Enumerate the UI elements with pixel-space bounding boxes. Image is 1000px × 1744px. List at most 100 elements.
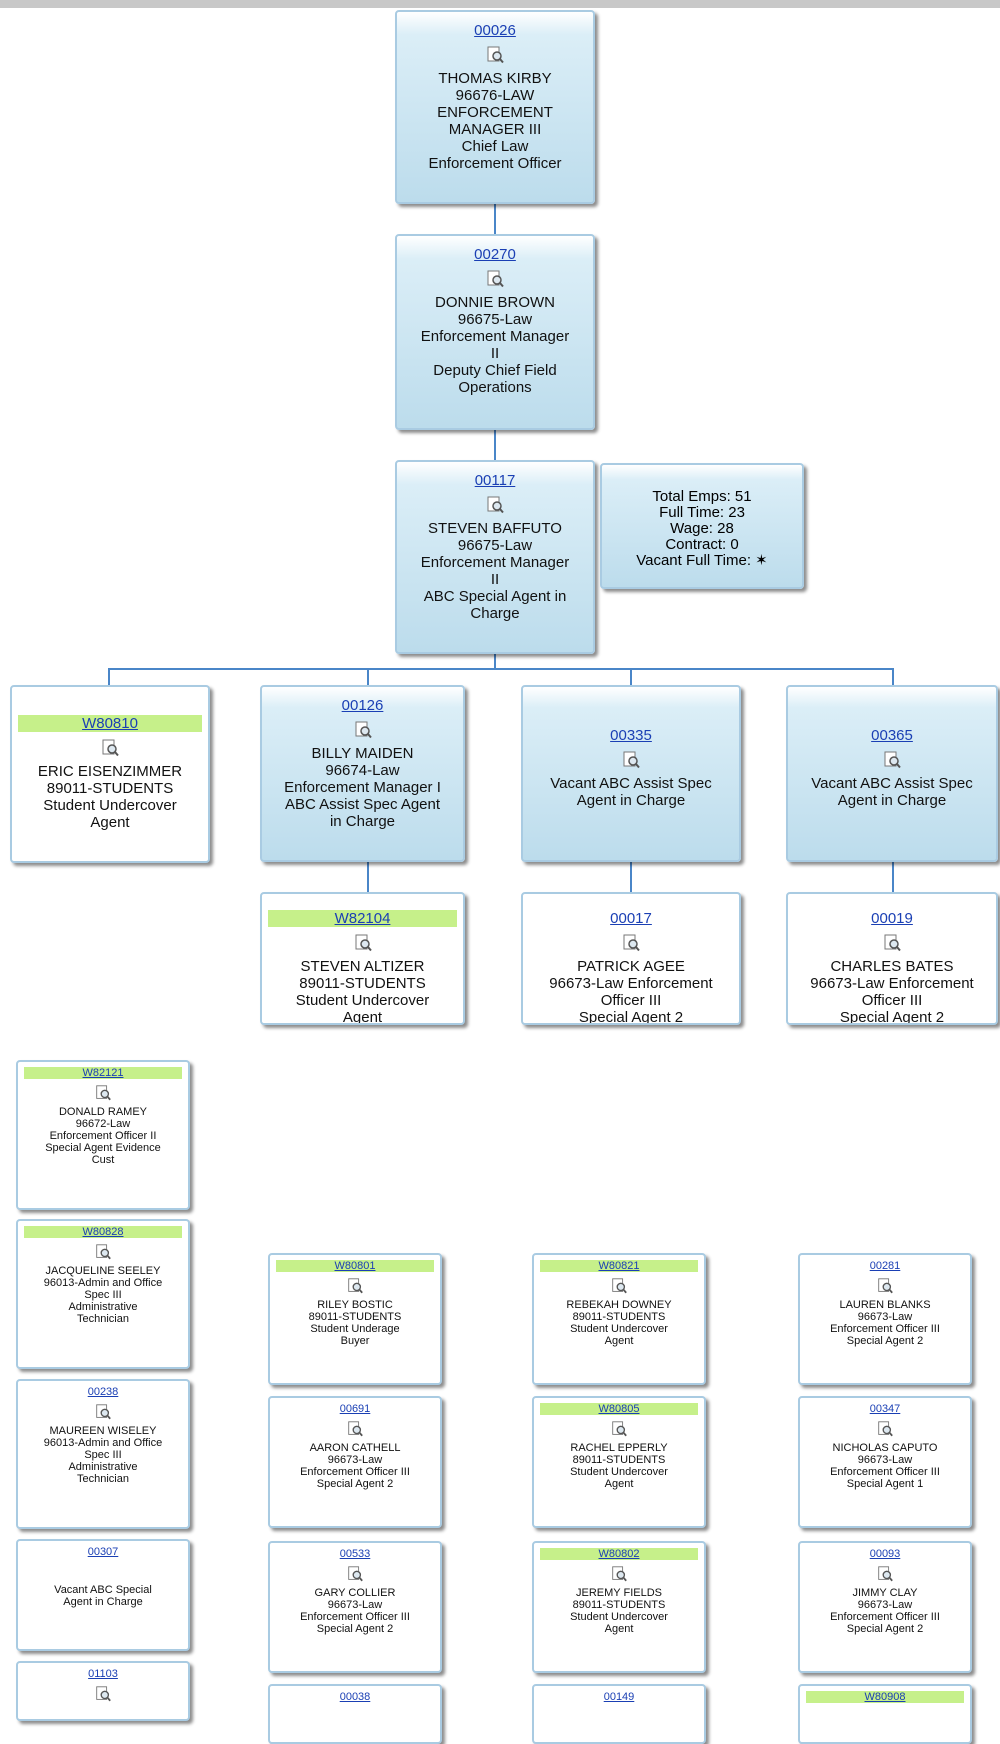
node-text: Student Undercover (43, 797, 177, 814)
node-text: Deputy Chief Field (433, 362, 557, 379)
position-link[interactable]: 00270 (474, 246, 516, 263)
magnifier-document-icon[interactable] (610, 1420, 628, 1438)
org-node: 00691 AARON CATHELL 96673-Law Enforcemen… (268, 1396, 442, 1528)
node-text: Administrative (68, 1461, 138, 1473)
org-node: 00117 STEVEN BAFFUTO 96675-Law Enforceme… (395, 460, 595, 654)
position-link[interactable]: W80908 (806, 1691, 964, 1703)
position-link[interactable]: 00017 (610, 910, 652, 927)
position-link[interactable]: 00335 (610, 727, 652, 744)
magnifier-document-icon[interactable] (621, 933, 641, 953)
position-link[interactable]: 00365 (871, 727, 913, 744)
magnifier-document-icon[interactable] (882, 750, 902, 770)
node-text: Buyer (340, 1335, 370, 1347)
org-node: 00026 THOMAS KIRBY 96676-LAW ENFORCEMENT… (395, 10, 595, 204)
node-text: 89011-STUDENTS (308, 1311, 402, 1323)
magnifier-document-icon[interactable] (876, 1420, 894, 1438)
magnifier-document-icon[interactable] (876, 1277, 894, 1295)
org-node: 00365 Vacant ABC Assist Spec Agent in Ch… (786, 685, 998, 862)
position-link[interactable]: W80801 (276, 1260, 434, 1272)
magnifier-document-icon[interactable] (346, 1277, 364, 1295)
node-text: Special Agent 2 (846, 1335, 924, 1347)
magnifier-document-icon[interactable] (353, 720, 373, 740)
node-text: 96674-Law (325, 762, 400, 779)
node-text: 96675-Law (457, 537, 533, 554)
position-link[interactable]: W82104 (268, 910, 457, 927)
node-text: II (490, 571, 500, 588)
magnifier-document-icon[interactable] (485, 45, 505, 65)
magnifier-document-icon[interactable] (610, 1277, 628, 1295)
magnifier-document-icon[interactable] (346, 1565, 364, 1583)
node-text: Enforcement Officer III (830, 1323, 940, 1335)
connector (630, 668, 632, 685)
position-link[interactable]: 00238 (87, 1386, 119, 1398)
connector (108, 668, 894, 670)
org-node: 00347 NICHOLAS CAPUTO 96673-Law Enforcem… (798, 1396, 972, 1528)
org-node: 00335 Vacant ABC Assist Spec Agent in Ch… (521, 685, 741, 862)
org-node: 00126 BILLY MAIDEN 96674-Law Enforcement… (260, 685, 465, 862)
node-text: BILLY MAIDEN (311, 745, 414, 762)
node-text: 96672-Law (75, 1118, 131, 1130)
magnifier-document-icon[interactable] (94, 1084, 112, 1102)
position-link[interactable]: W80802 (540, 1548, 698, 1560)
magnifier-document-icon[interactable] (94, 1685, 112, 1703)
magnifier-document-icon[interactable] (485, 495, 505, 515)
node-text: Officer III (600, 992, 662, 1009)
position-link[interactable]: W80821 (540, 1260, 698, 1272)
node-text: 96673-Law (327, 1454, 383, 1466)
magnifier-document-icon[interactable] (94, 1243, 112, 1261)
position-link[interactable]: 00038 (339, 1691, 371, 1703)
position-link[interactable]: 00149 (603, 1691, 635, 1703)
node-text: 96676-LAW (455, 87, 535, 104)
position-link[interactable]: 00533 (339, 1548, 371, 1560)
node-text: 96673-Law Enforcement (810, 975, 974, 992)
connector (108, 668, 110, 685)
node-text: Vacant ABC Assist Spec (811, 775, 973, 792)
connector (892, 862, 894, 892)
node-text: Enforcement Officer II (49, 1130, 157, 1142)
position-link[interactable]: W80828 (24, 1226, 182, 1238)
node-text: Enforcement Officer III (300, 1611, 410, 1623)
position-link[interactable]: 00026 (474, 22, 516, 39)
node-text: Enforcement Officer (428, 155, 562, 172)
magnifier-document-icon[interactable] (485, 269, 505, 289)
node-text: ERIC EISENZIMMER (37, 763, 183, 780)
position-link[interactable]: 01103 (88, 1668, 118, 1680)
org-node: 01103 (16, 1661, 190, 1721)
magnifier-document-icon[interactable] (882, 933, 902, 953)
org-node: 00149 (532, 1684, 706, 1744)
magnifier-document-icon[interactable] (94, 1403, 112, 1421)
connector (892, 668, 894, 685)
magnifier-document-icon[interactable] (100, 738, 120, 758)
position-link[interactable]: W80810 (18, 715, 202, 732)
position-link[interactable]: 00281 (869, 1260, 901, 1272)
position-link[interactable]: 00117 (474, 472, 516, 489)
org-node: W80908 (798, 1684, 972, 1744)
magnifier-document-icon[interactable] (610, 1565, 628, 1583)
position-link[interactable]: W82121 (24, 1067, 182, 1079)
node-text: Enforcement Officer III (830, 1611, 940, 1623)
node-text: Technician (77, 1313, 129, 1325)
connector (367, 862, 369, 892)
node-text: Technician (77, 1473, 129, 1485)
connector (367, 668, 369, 685)
position-link[interactable]: W80805 (540, 1403, 698, 1415)
position-link[interactable]: 00347 (869, 1403, 901, 1415)
position-link[interactable]: 00093 (869, 1548, 901, 1560)
full-time-count: Full Time: 23 (659, 504, 745, 521)
magnifier-document-icon[interactable] (353, 933, 373, 953)
node-text: Agent in Charge (63, 1596, 143, 1608)
node-text: Chief Law (461, 138, 529, 155)
contract-count: Contract: 0 (665, 536, 739, 553)
node-text: Special Agent 1 (846, 1478, 924, 1490)
node-text: Vacant ABC Special (54, 1584, 152, 1596)
position-link[interactable]: 00019 (871, 910, 913, 927)
magnifier-document-icon[interactable] (876, 1565, 894, 1583)
magnifier-document-icon[interactable] (346, 1420, 364, 1438)
position-link[interactable]: 00307 (87, 1546, 119, 1558)
node-text: Cust (91, 1154, 115, 1166)
position-link[interactable]: 00691 (339, 1403, 371, 1415)
node-text: Enforcement Manager (420, 554, 570, 571)
magnifier-document-icon[interactable] (621, 750, 641, 770)
position-link[interactable]: 00126 (341, 697, 384, 714)
node-text: Operations (458, 379, 532, 396)
